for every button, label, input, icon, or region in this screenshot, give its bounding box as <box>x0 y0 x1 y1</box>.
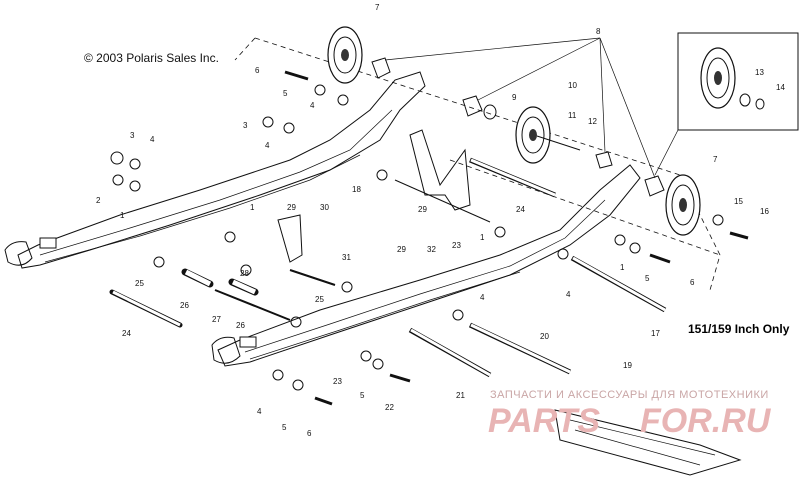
copyright-text: © 2003 Polaris Sales Inc. <box>84 51 219 65</box>
callout: 5 <box>645 274 650 283</box>
callout: 30 <box>320 203 329 212</box>
callout: 25 <box>315 295 324 304</box>
callout: 7 <box>713 155 718 164</box>
callout: 5 <box>360 391 365 400</box>
callout: 23 <box>452 241 461 250</box>
callout: 8 <box>596 27 601 36</box>
callout: 31 <box>342 253 351 262</box>
callout-labels: 7 8 6 5 4 3 4 3 4 2 1 10 9 11 12 13 14 7… <box>96 3 785 438</box>
callout: 1 <box>620 263 625 272</box>
watermark-brand-right: FOR.RU <box>640 402 772 440</box>
callout: 1 <box>250 203 255 212</box>
idler-wheel-mid <box>462 95 581 164</box>
callout: 11 <box>568 111 577 120</box>
callout: 13 <box>755 68 764 77</box>
callout: 24 <box>122 329 131 338</box>
callout: 12 <box>588 117 597 126</box>
callout: 25 <box>135 279 144 288</box>
callout: 27 <box>212 315 221 324</box>
callout: 5 <box>282 423 287 432</box>
callout: 24 <box>516 205 525 214</box>
callout: 22 <box>385 403 394 412</box>
callout: 3 <box>130 131 135 140</box>
left-rail <box>4 71 426 269</box>
callout: 26 <box>180 301 189 310</box>
shafts <box>109 157 667 378</box>
callout: 4 <box>480 293 485 302</box>
callout: 26 <box>236 321 245 330</box>
fasteners <box>110 70 749 406</box>
inset-idler-wheel <box>700 47 765 110</box>
callout: 6 <box>307 429 312 438</box>
idler-wheel-right <box>595 151 701 236</box>
callout: 10 <box>568 81 577 90</box>
callout: 32 <box>427 245 436 254</box>
callout: 7 <box>375 3 380 12</box>
leader-lines <box>384 37 656 179</box>
callout: 23 <box>333 377 342 386</box>
callout: 20 <box>540 332 549 341</box>
inset-box <box>654 32 799 176</box>
callout: 4 <box>310 101 315 110</box>
callout: 2 <box>96 196 101 205</box>
callout: 6 <box>255 66 260 75</box>
callout: 1 <box>120 211 125 220</box>
idler-wheel-top <box>327 26 391 84</box>
callout: 16 <box>760 207 769 216</box>
size-note: 151/159 Inch Only <box>688 322 790 336</box>
front-arm-bracket <box>394 129 491 223</box>
callout: 4 <box>150 135 155 144</box>
callout: 21 <box>456 391 465 400</box>
callout: 14 <box>776 83 785 92</box>
watermark-brand-left: PARTS <box>488 402 600 440</box>
callout: 29 <box>418 205 427 214</box>
callout: 18 <box>352 185 361 194</box>
callout: 4 <box>257 407 262 416</box>
callout: 15 <box>734 197 743 206</box>
callout: 28 <box>240 269 249 278</box>
callout: 6 <box>690 278 695 287</box>
callout: 3 <box>243 121 248 130</box>
callout: 29 <box>287 203 296 212</box>
callout: 5 <box>283 89 288 98</box>
callout: 4 <box>566 290 571 299</box>
callout: 1 <box>480 233 485 242</box>
callout: 4 <box>265 141 270 150</box>
callout: 19 <box>623 361 632 370</box>
watermark-tagline: ЗАПЧАСТИ И АКСЕССУАРЫ ДЛЯ МОТОТЕХНИКИ <box>490 389 769 401</box>
assembly-outline <box>234 37 721 291</box>
watermark: ЗАПЧАСТИ И АКСЕССУАРЫ ДЛЯ МОТОТЕХНИКИ PA… <box>488 389 772 440</box>
callout: 29 <box>397 245 406 254</box>
callout: 17 <box>651 329 660 338</box>
callout: 9 <box>512 93 517 102</box>
rear-bumper <box>554 409 742 476</box>
right-rail <box>211 164 641 367</box>
